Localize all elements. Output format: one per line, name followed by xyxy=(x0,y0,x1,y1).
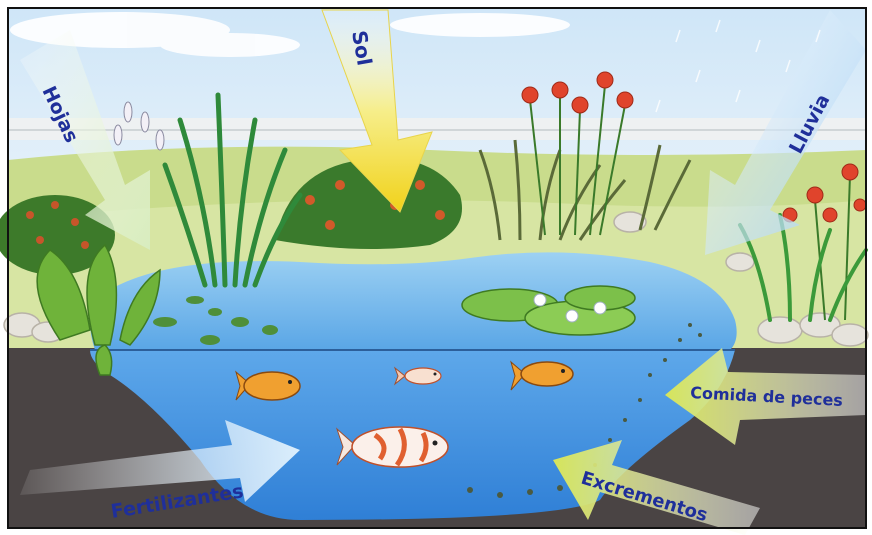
pond-ecosystem-diagram: Sol Hojas Lluvia Comida de peces Fertili… xyxy=(0,0,872,535)
